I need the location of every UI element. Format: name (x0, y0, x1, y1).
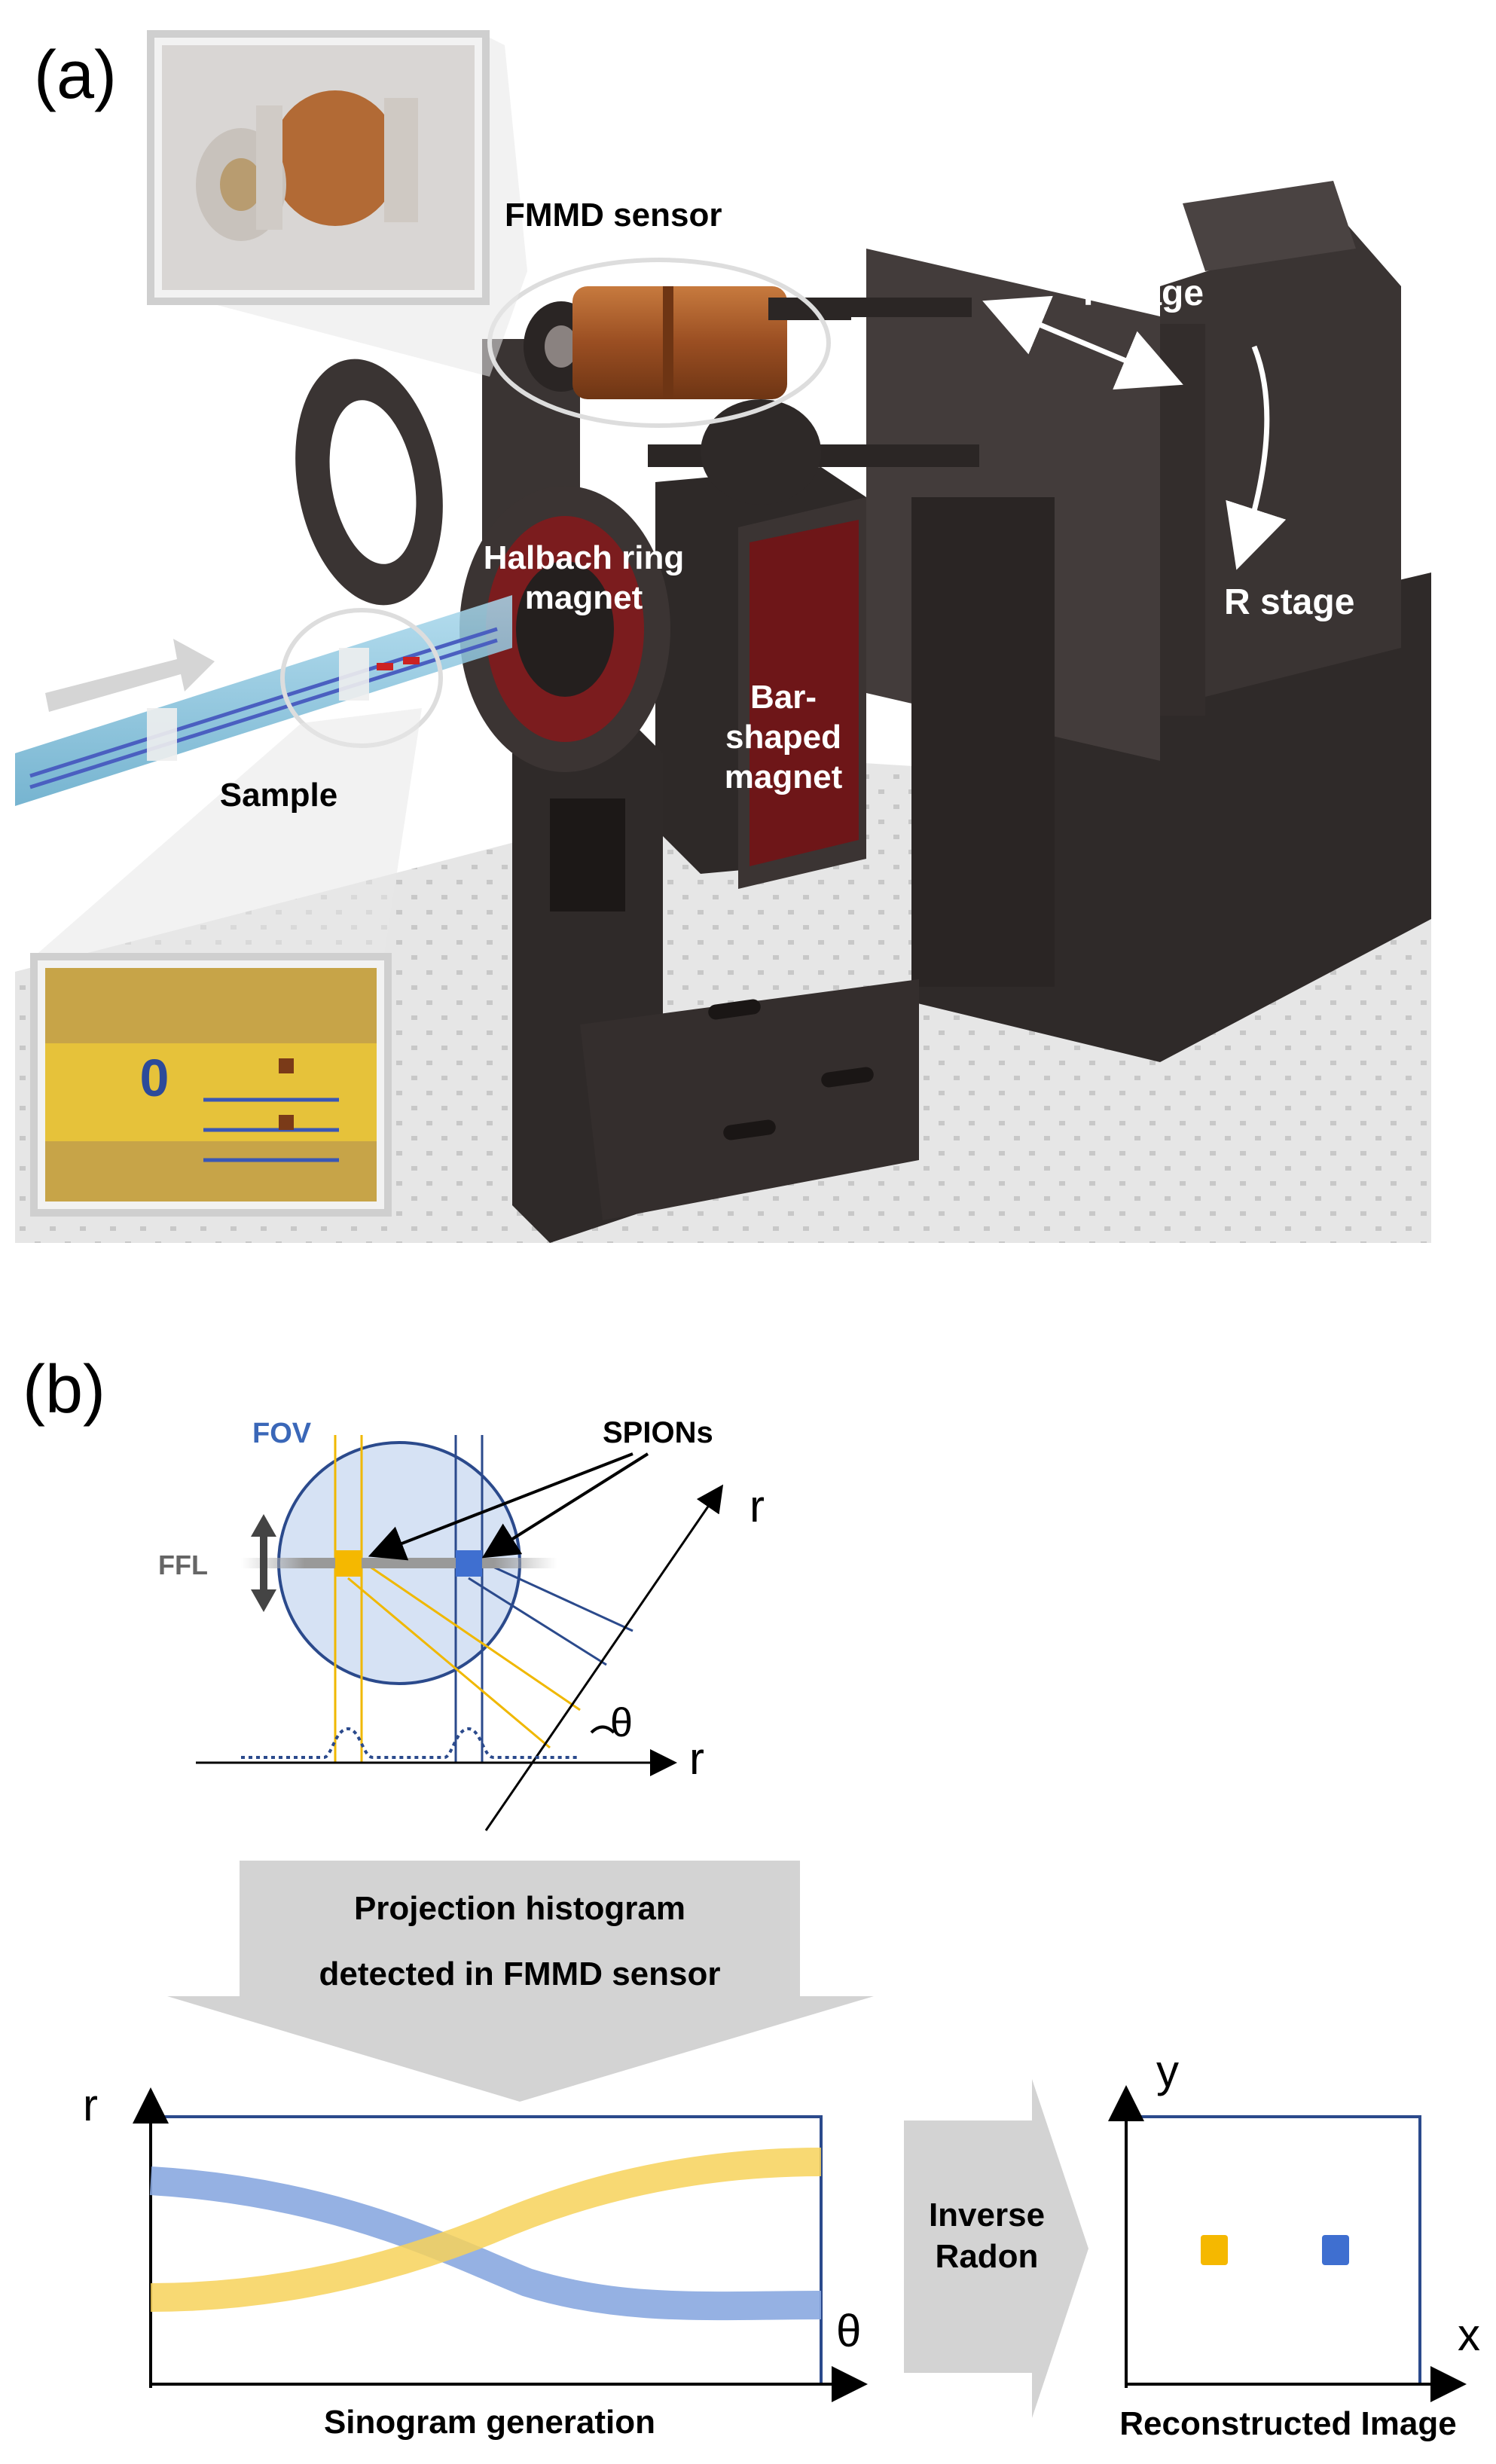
panel-a-label: (a) (34, 38, 117, 113)
theta-label: θ (610, 1700, 633, 1745)
spions-label: SPIONs (603, 1416, 713, 1449)
projection-profile (241, 1727, 580, 1759)
spions-pointer-blue (481, 1452, 649, 1559)
projection-arrow (167, 1861, 874, 2102)
bracket-plate (911, 497, 1055, 987)
sample-tube (15, 595, 512, 806)
t-stage-arrow (982, 295, 1183, 390)
t-stage-label: T stage (1077, 273, 1204, 313)
projection-label-line2: detected in FMMD sensor (319, 1956, 721, 1992)
recon-caption: Reconstructed Image (1119, 2405, 1456, 2442)
fmmd-photo-inset (147, 30, 490, 305)
panel-a: 0 (a) FMMD sensor T stage R stage Halbac… (15, 30, 1431, 1243)
spions-pointer-yellow (368, 1452, 634, 1561)
ffl-label: FFL (158, 1550, 208, 1580)
bar-shaped-magnet (655, 399, 866, 889)
rotated-r-axis (484, 1484, 724, 1831)
bar-magnet-label-line3: magnet (725, 759, 843, 795)
spacer-ring (295, 359, 443, 606)
recon-y-label: y (1156, 2046, 1179, 2096)
sinogram-caption: Sinogram generation (324, 2404, 655, 2441)
projection-label-line1: Projection histogram (354, 1890, 685, 1927)
inverse-radon-arrow (904, 2079, 1088, 2418)
reconstructed-plot: y x Reconstructed Image (1108, 2046, 1480, 2442)
bar-magnet-label-line2: shaped (725, 719, 841, 756)
recon-blue-spot (1322, 2235, 1349, 2265)
sample-callout-beam (34, 708, 422, 957)
sinogram-theta-label: θ (836, 2306, 861, 2356)
sinogram-blue-curve (149, 2166, 822, 2321)
inverse-label-line1: Inverse (929, 2197, 1045, 2233)
ruler-zero-label: 0 (140, 1049, 169, 1107)
r-stage-arrow (1226, 345, 1287, 570)
sinogram-plot: r θ Sinogram generation (83, 2080, 868, 2441)
fmmd-sensor-label: FMMD sensor (505, 197, 722, 234)
sinogram-r-label: r (83, 2080, 98, 2130)
recon-yellow-spot (1201, 2235, 1228, 2265)
rotated-r-label: r (750, 1481, 765, 1531)
fov-label: FOV (252, 1418, 312, 1449)
panel-b: (b) FOV FFL SPIONs r r θ (23, 1352, 1480, 2442)
panel-b-label: (b) (23, 1352, 105, 1427)
guide-rod (851, 298, 972, 317)
sample-photo-inset: 0 (30, 953, 392, 1217)
sinogram-yellow-curve (150, 2148, 822, 2312)
spion-blue (456, 1550, 482, 1577)
halbach-label-line2: magnet (525, 579, 643, 616)
ffl-line (241, 1558, 557, 1568)
reconstructed-frame (1125, 2115, 1421, 2386)
bar-magnet-label-line1: Bar- (750, 679, 817, 716)
halbach-assembly (459, 486, 919, 1243)
sample-label: Sample (220, 777, 338, 814)
halbach-label-line1: Halbach ring (484, 539, 685, 576)
theta-arc (590, 1725, 615, 1734)
inverse-label-line2: Radon (936, 2238, 1039, 2275)
fmmd-coil (524, 286, 851, 399)
recon-x-label: x (1458, 2310, 1480, 2360)
spion-yellow (335, 1550, 362, 1577)
feed-direction-arrow (45, 639, 215, 712)
r-stage-label: R stage (1224, 582, 1354, 622)
horizontal-r-label: r (689, 1733, 704, 1784)
